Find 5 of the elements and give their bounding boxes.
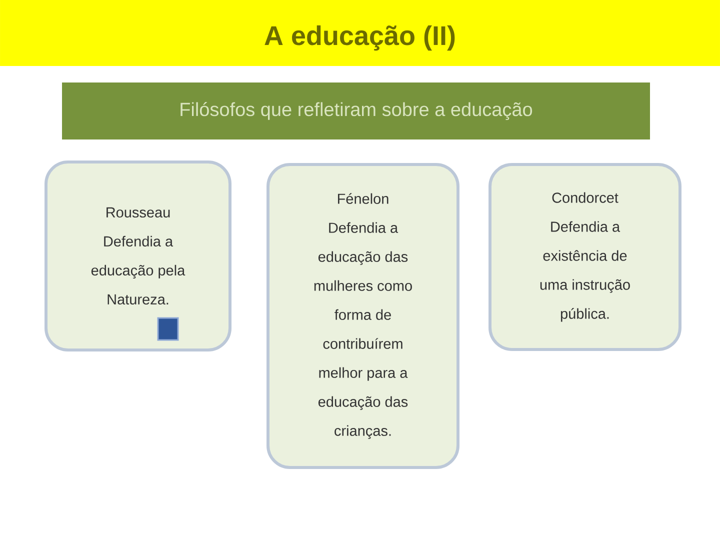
philosopher-card: Fénelon Defendia a educação das mulheres como forma de contribuírem melhor para a educação das crianças. bbox=[266, 163, 460, 469]
header-banner: Filósofos que refletiram sobre a educação bbox=[62, 82, 650, 140]
title-banner: A educação (II) bbox=[0, 0, 720, 66]
philosopher-card: Condorcet Defendia a existência de uma instrução pública. bbox=[488, 163, 682, 351]
philosopher-card: Rousseau Defendia a educação pela Natureza. bbox=[44, 160, 232, 352]
